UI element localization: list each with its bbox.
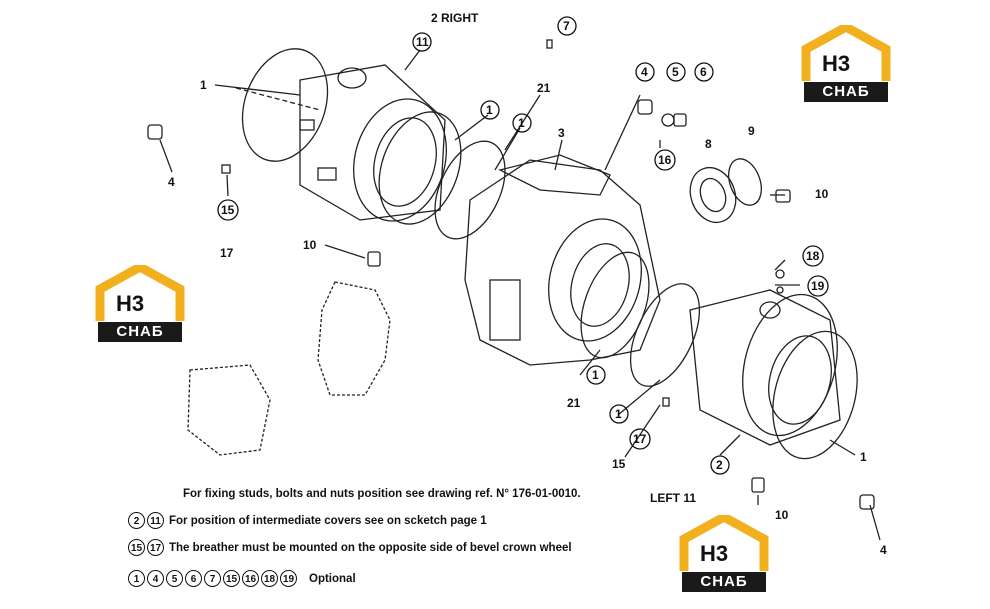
callout-16: 16 <box>654 149 676 171</box>
svg-text:15: 15 <box>221 203 235 217</box>
callout-21-top: 21 <box>537 81 551 95</box>
svg-text:1: 1 <box>615 407 622 421</box>
part-5 <box>661 113 675 127</box>
callout-10-bot: 10 <box>775 508 789 522</box>
svg-text:18: 18 <box>806 249 820 263</box>
note-optional: 1 4 5 6 7 15 16 18 19 Optional <box>128 570 356 587</box>
note-num: 17 <box>147 539 164 556</box>
logo-bar: СНАБ <box>804 82 888 102</box>
gasket-b <box>187 364 271 456</box>
note-intermediate-covers: 2 11 For position of intermediate covers… <box>128 512 487 529</box>
logo-letters: H3 <box>822 51 851 76</box>
callout-19: 19 <box>807 275 829 297</box>
callout-1-left: 1 <box>200 78 207 92</box>
plug-4-left <box>147 124 163 140</box>
note-text: For position of intermediate covers see … <box>169 514 487 527</box>
callout-1-low: 1 <box>609 404 629 424</box>
callout-21-bot: 21 <box>567 396 581 410</box>
note-num: 11 <box>147 512 164 529</box>
note-num: 15 <box>128 539 145 556</box>
callout-15-left: 15 <box>217 199 239 221</box>
callout-1-right: 1 <box>860 450 867 464</box>
svg-text:7: 7 <box>563 19 570 33</box>
svg-text:19: 19 <box>811 279 825 293</box>
logo-house-icon <box>679 515 769 571</box>
svg-text:4: 4 <box>641 65 648 79</box>
logo-bar: СНАБ <box>682 572 766 592</box>
right-housing <box>241 48 447 222</box>
note-num: 2 <box>128 512 145 529</box>
callout-6: 6 <box>694 62 714 82</box>
svg-text:1: 1 <box>486 103 493 117</box>
center-housing <box>464 154 661 366</box>
o-ring-1b <box>434 140 506 240</box>
note-num: 19 <box>280 570 297 587</box>
note-num: 15 <box>223 570 240 587</box>
callout-15-bot: 15 <box>612 457 626 471</box>
label-left: LEFT 11 <box>650 491 696 505</box>
breather-7 <box>546 39 553 49</box>
ring-9 <box>728 158 762 206</box>
callout-17-bot: 17 <box>629 428 651 450</box>
note-num: 7 <box>204 570 221 587</box>
plug-10-left <box>367 251 381 267</box>
callout-2-bot: 2 <box>710 455 730 475</box>
note-breather: 15 17 The breather must be mounted on th… <box>128 539 572 556</box>
svg-text:5: 5 <box>672 65 679 79</box>
ring-8 <box>689 166 737 224</box>
callout-1-a: 1 <box>480 100 500 120</box>
part-4-top <box>637 99 653 115</box>
callout-4-left: 4 <box>168 175 175 189</box>
callout-5: 5 <box>666 62 686 82</box>
part-6 <box>673 113 687 127</box>
svg-text:1: 1 <box>592 368 599 382</box>
left-housing <box>689 289 858 460</box>
callout-11-top: 11 <box>412 32 432 52</box>
callout-8: 8 <box>705 137 712 151</box>
logo-bar: СНАБ <box>98 322 182 342</box>
logo-house-icon <box>95 265 185 321</box>
note-num: 6 <box>185 570 202 587</box>
svg-text:1: 1 <box>518 116 525 130</box>
callout-10-right: 10 <box>815 187 829 201</box>
note-num: 16 <box>242 570 259 587</box>
plug-4-bot <box>859 494 875 510</box>
note-num: 5 <box>166 570 183 587</box>
svg-text:6: 6 <box>700 65 707 79</box>
callout-17-left: 17 <box>220 246 234 260</box>
watermark-logo: H3 СНАБ <box>94 265 186 345</box>
watermark-logo: H3 СНАБ <box>800 25 892 105</box>
svg-text:11: 11 <box>416 35 429 49</box>
callout-4-top: 4 <box>635 62 655 82</box>
callout-18: 18 <box>802 245 824 267</box>
svg-text:2: 2 <box>716 458 723 472</box>
plug-10-right <box>775 189 791 203</box>
plug-10-bot <box>751 477 765 493</box>
note-text: Optional <box>309 572 356 585</box>
callout-1-mid: 1 <box>586 365 606 385</box>
note-num: 18 <box>261 570 278 587</box>
callout-9: 9 <box>748 124 755 138</box>
gasket-a <box>317 281 391 396</box>
callout-4-bot: 4 <box>880 543 887 557</box>
callout-labels: 2 RIGHT LEFT 11 11 7 4 5 6 21 1 1 3 16 8… <box>168 11 887 557</box>
label-right: 2 RIGHT <box>431 11 479 25</box>
callout-7: 7 <box>557 16 577 36</box>
callout-1-b: 1 <box>512 113 532 133</box>
logo-house-icon <box>801 25 891 81</box>
svg-text:17: 17 <box>633 432 647 446</box>
note-text: The breather must be mounted on the oppo… <box>169 541 572 554</box>
note-fixing-studs: For fixing studs, bolts and nuts positio… <box>183 488 581 500</box>
callout-10-left: 10 <box>303 238 317 252</box>
watermark-logo: H3 СНАБ <box>678 515 770 595</box>
note-num: 1 <box>128 570 145 587</box>
svg-text:16: 16 <box>658 153 672 167</box>
note-num: 4 <box>147 570 164 587</box>
o-ring-1a <box>378 111 462 225</box>
logo-letters: H3 <box>700 541 729 566</box>
callout-3: 3 <box>558 126 565 140</box>
logo-letters: H3 <box>116 291 145 316</box>
